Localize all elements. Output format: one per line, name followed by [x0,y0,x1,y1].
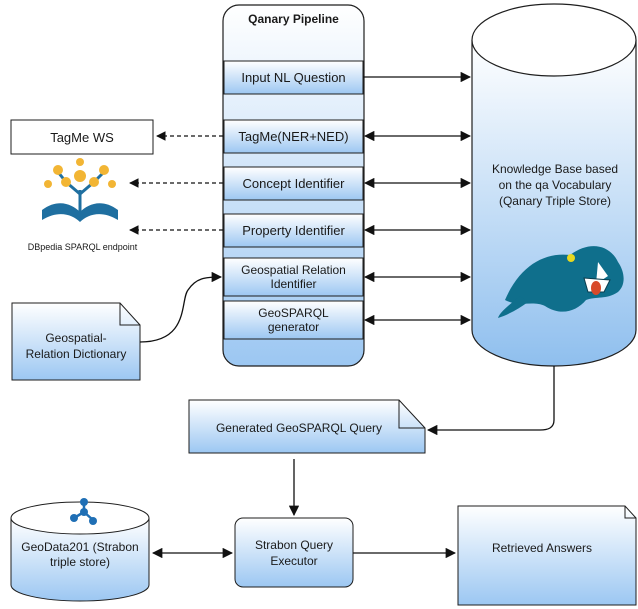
component-box-geo-relation[interactable] [223,257,364,297]
dictionary-document[interactable] [11,302,141,381]
component-box-geosparql[interactable] [223,300,364,340]
generated-query-label: Generated GeoSPARQL Query [215,421,383,435]
component-label-tagme: TagMe(NER+NED) [238,129,349,144]
tagme-ws-label: TagMe WS [50,129,114,145]
dbpedia-label: DBpedia SPARQL endpoint [27,241,138,252]
tagme-ws-box[interactable] [10,119,154,155]
knowledge-base-cylinder-top [471,3,637,77]
answers-label: Retrieved Answers [491,541,593,555]
dictionary-label: Geospatial-Relation Dictionary [25,331,127,361]
geodata-label: GeoData201 (Strabon triple store) [21,540,139,569]
component-label-input: Input NL Question [241,70,346,85]
component-box-concept[interactable] [223,166,364,201]
component-box-input[interactable] [223,60,364,95]
arrow-dictionary-to-georelation [139,271,223,343]
component-label-property: Property Identifier [242,223,345,238]
component-label-concept: Concept Identifier [242,176,345,191]
component-label-geosparql: GeoSPARQL generator [258,306,329,334]
component-box-tagme[interactable] [223,119,364,154]
dbpedia-logo-icon [42,158,118,222]
answers-document[interactable] [457,505,637,606]
share-nodes-icon [70,498,97,525]
knowledge-base-label: Knowledge Base based on the qa Vocabular… [491,162,619,208]
component-box-property[interactable] [223,213,364,248]
arrow-kb-to-query [426,366,555,436]
pipeline-title: Qanary Pipeline [248,11,339,26]
strabon-dog-icon [498,246,624,318]
generated-query-document[interactable] [188,399,426,454]
geodata-cylinder[interactable] [10,518,150,602]
geodata-cylinder-top [10,501,150,535]
strabon-executor-label: Strabon Query Executor [254,538,334,568]
component-label-georelation: Geospatial Relation Identifier [241,263,346,291]
